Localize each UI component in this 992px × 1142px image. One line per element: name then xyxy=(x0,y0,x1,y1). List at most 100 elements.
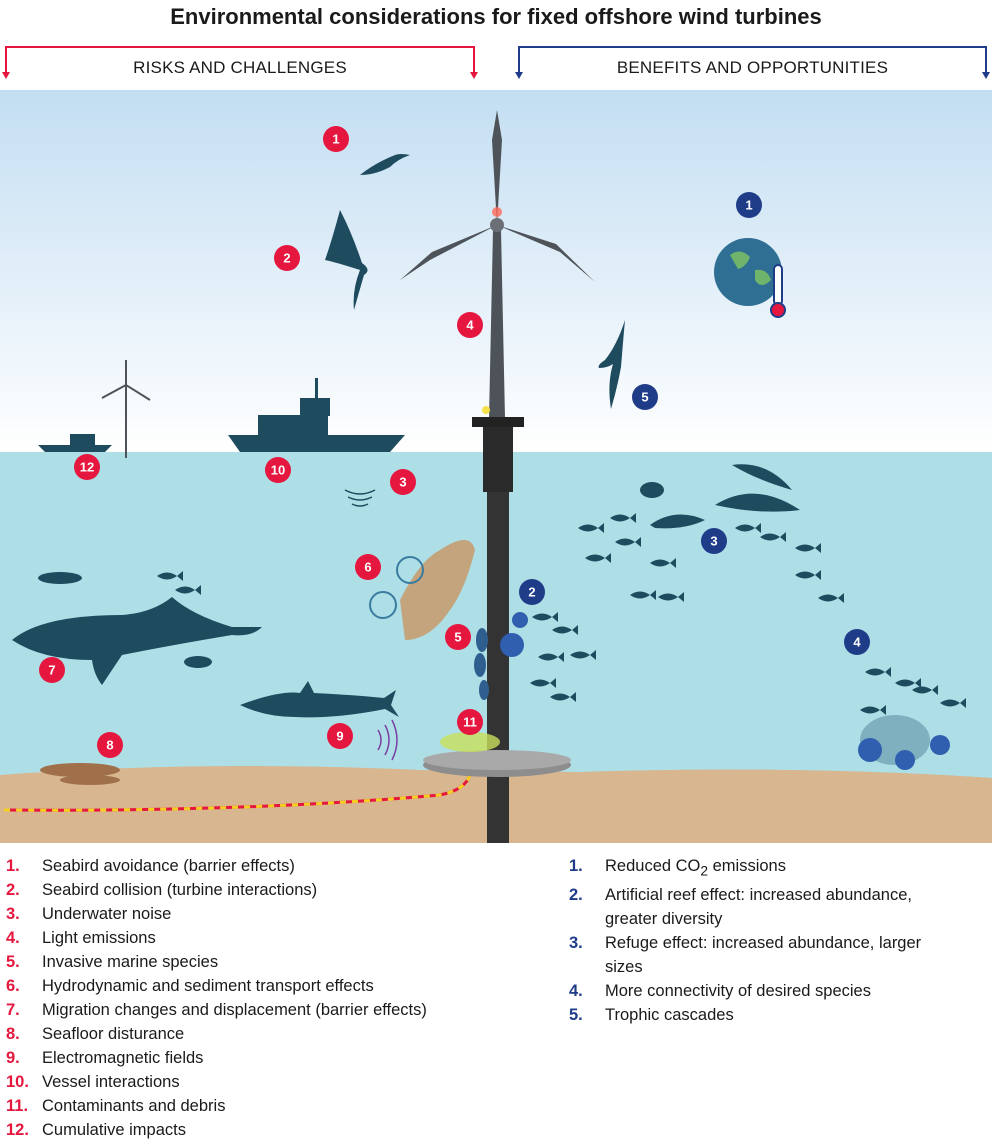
risk-marker-label: 1 xyxy=(332,132,339,147)
benefits-bracket xyxy=(518,46,987,72)
risk-item: 9.Electromagnetic fields xyxy=(6,1049,204,1067)
risk-marker-circle xyxy=(323,126,349,152)
benefit-marker-label: 1 xyxy=(745,198,752,213)
risk-marker-circle xyxy=(39,657,65,683)
fish xyxy=(912,685,938,695)
benefit-marker-label: 2 xyxy=(528,585,535,600)
risk-item: 8.Seafloor disturance xyxy=(6,1025,185,1043)
fish xyxy=(630,590,656,600)
risk-marker-label: 3 xyxy=(399,475,406,490)
benefit-marker-label: 3 xyxy=(710,534,717,549)
fish xyxy=(795,543,821,553)
risk-marker-label: 4 xyxy=(466,318,474,333)
risk-marker-label: 10 xyxy=(271,463,285,478)
seabirds xyxy=(325,154,625,409)
risk-marker-circle xyxy=(457,709,483,735)
fish xyxy=(735,523,761,533)
risk-marker-circle xyxy=(445,624,471,650)
risk-item: 11.Contaminants and debris xyxy=(6,1097,226,1115)
risk-marker-label: 7 xyxy=(48,663,55,678)
vessel xyxy=(38,378,405,452)
risks-heading: RISKS AND CHALLENGES xyxy=(133,58,347,77)
risk-item: 12.Cumulative impacts xyxy=(6,1121,186,1139)
risk-marker-circle xyxy=(390,469,416,495)
benefit-item: 5.Trophic cascades xyxy=(569,1006,734,1025)
benefit-marker-circle xyxy=(519,579,545,605)
risks-bracket xyxy=(5,46,475,72)
benefit-marker-circle xyxy=(844,629,870,655)
benefit-item: 2.Artificial reef effect: increased abun… xyxy=(569,886,912,929)
risks-legend: 1.Seabird avoidance (barrier effects) 2.… xyxy=(6,854,546,1142)
risk-marker-circle xyxy=(265,457,291,483)
risk-marker-circle xyxy=(457,312,483,338)
sound-waves-icon xyxy=(344,489,398,761)
fish xyxy=(175,585,201,595)
fish xyxy=(760,532,786,542)
fish xyxy=(585,553,611,563)
risk-item: 1.Seabird avoidance (barrier effects) xyxy=(6,857,295,875)
seafloor-disturbance xyxy=(40,763,120,785)
benefit-item: 1.Reduced CO2 emissions xyxy=(569,857,786,879)
risk-marker-circle xyxy=(355,554,381,580)
risk-item: 7.Migration changes and displacement (ba… xyxy=(6,1001,427,1019)
fish xyxy=(157,571,183,581)
risk-marker-label: 9 xyxy=(336,729,343,744)
fish-school xyxy=(157,513,966,715)
benefit-item: 3.Refuge effect: increased abundance, la… xyxy=(569,934,922,977)
fish xyxy=(895,678,921,688)
reef xyxy=(500,612,950,770)
page-title: Environmental considerations for fixed o… xyxy=(170,4,822,29)
fish xyxy=(610,513,636,523)
risk-item: 3.Underwater noise xyxy=(6,905,172,923)
fish xyxy=(860,705,886,715)
fish xyxy=(865,667,891,677)
fish xyxy=(818,593,844,603)
benefit-marker-label: 5 xyxy=(641,390,648,405)
fish xyxy=(940,698,966,708)
risk-item: 6.Hydrodynamic and sediment transport ef… xyxy=(6,977,374,995)
fish xyxy=(532,612,558,622)
invasive-mussels xyxy=(474,628,489,700)
fish xyxy=(552,625,578,635)
fish xyxy=(795,570,821,580)
wind-turbine xyxy=(400,110,595,843)
fish xyxy=(550,692,576,702)
benefit-marker-circle xyxy=(701,528,727,554)
benefit-marker-circle xyxy=(736,192,762,218)
fish xyxy=(650,558,676,568)
risk-marker-label: 6 xyxy=(364,560,371,575)
risk-marker-label: 8 xyxy=(106,738,113,753)
debris xyxy=(440,732,500,752)
fish xyxy=(538,652,564,662)
marine-life xyxy=(12,464,800,718)
risk-item: 2.Seabird collision (turbine interaction… xyxy=(6,881,318,899)
risk-marker-circle xyxy=(97,732,123,758)
risk-item: 10.Vessel interactions xyxy=(6,1073,180,1091)
fish xyxy=(615,537,641,547)
risk-marker-circle xyxy=(274,245,300,271)
fish xyxy=(530,678,556,688)
benefit-markers: 1 2 3 4 5 xyxy=(519,192,870,655)
fish xyxy=(578,523,604,533)
risk-marker-label: 2 xyxy=(283,251,290,266)
risk-item: 4.Light emissions xyxy=(6,929,156,947)
fish xyxy=(658,592,684,602)
risk-marker-label: 12 xyxy=(80,460,94,475)
globe-thermometer-icon xyxy=(714,238,786,318)
risk-marker-label: 11 xyxy=(463,715,477,730)
benefit-marker-circle xyxy=(632,384,658,410)
risk-marker-circle xyxy=(74,454,100,480)
benefits-heading: BENEFITS AND OPPORTUNITIES xyxy=(616,58,889,77)
fish xyxy=(570,650,596,660)
benefit-item: 4.More connectivity of desired species xyxy=(569,982,871,1001)
benefits-legend: 1.Reduced CO2 emissions 2.Artificial ree… xyxy=(569,854,949,1027)
benefit-marker-label: 4 xyxy=(853,635,861,650)
distant-turbine xyxy=(101,360,151,458)
cable xyxy=(3,774,472,812)
risk-marker-circle xyxy=(327,723,353,749)
risk-marker-label: 5 xyxy=(454,630,461,645)
sediment-plume xyxy=(400,540,475,640)
current-arrows-icon xyxy=(369,556,424,619)
